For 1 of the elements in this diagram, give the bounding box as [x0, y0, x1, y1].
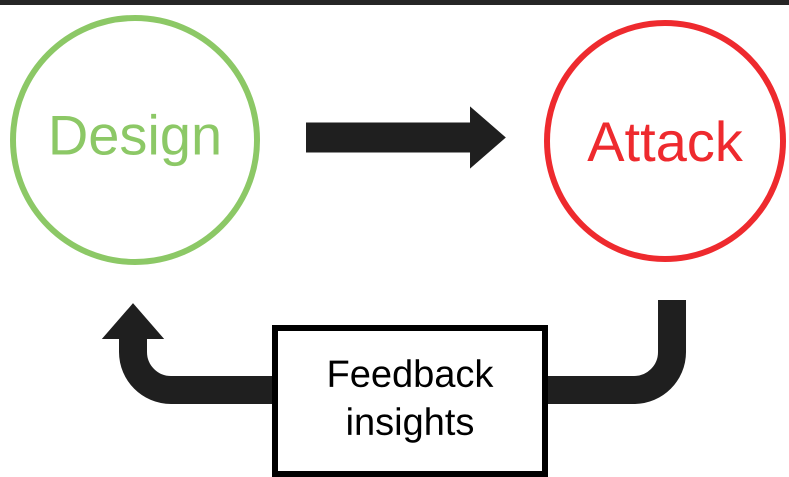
feedback-box: Feedback insights [272, 325, 548, 477]
